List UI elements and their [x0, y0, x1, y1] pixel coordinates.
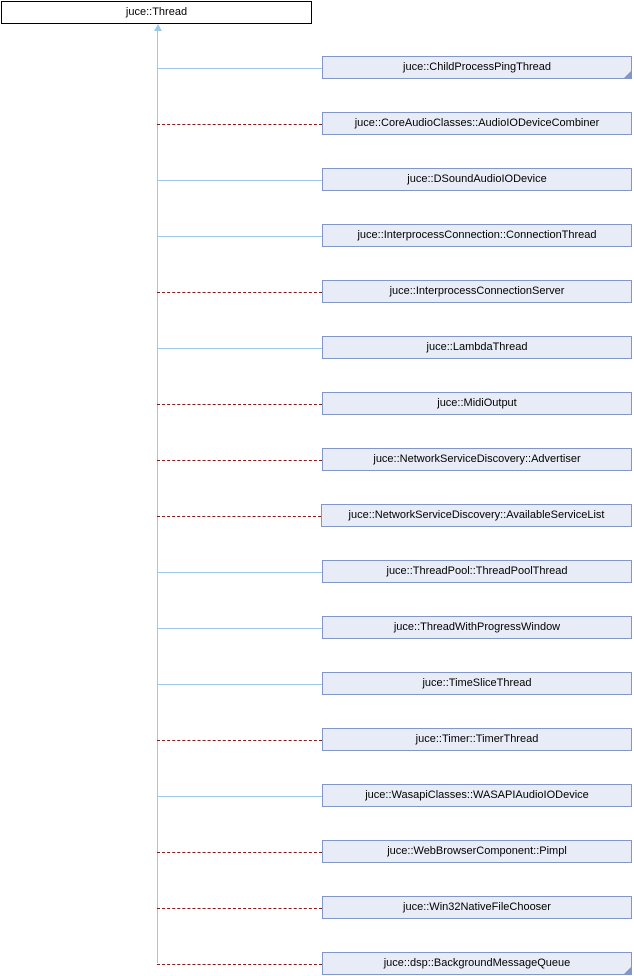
- inheritance-connector-line: [157, 628, 322, 629]
- class-node-label: juce::InterprocessConnection::Connection…: [357, 229, 597, 241]
- usage-connector-line: [157, 292, 322, 293]
- class-node-label: juce::TimeSliceThread: [422, 677, 532, 689]
- usage-connector-line: [157, 124, 322, 125]
- class-node[interactable]: juce::InterprocessConnection::Connection…: [322, 224, 632, 247]
- class-node-label: juce::CoreAudioClasses::AudioIODeviceCom…: [354, 117, 600, 129]
- class-node[interactable]: juce::NetworkServiceDiscovery::Advertise…: [322, 448, 632, 471]
- class-node-label: juce::Win32NativeFileChooser: [403, 901, 551, 913]
- class-node-label: juce::NetworkServiceDiscovery::Available…: [348, 509, 605, 521]
- class-node-label: juce::Timer::TimerThread: [415, 733, 539, 745]
- class-node-label: juce::ChildProcessPingThread: [403, 61, 551, 73]
- class-node-label: juce::MidiOutput: [437, 397, 517, 409]
- class-node[interactable]: juce::TimeSliceThread: [322, 672, 632, 695]
- class-node[interactable]: juce::LambdaThread: [322, 336, 632, 359]
- class-node[interactable]: juce::MidiOutput: [322, 392, 632, 415]
- usage-connector-line: [157, 740, 322, 741]
- class-node[interactable]: juce::Win32NativeFileChooser: [322, 896, 632, 919]
- usage-connector-line: [157, 852, 322, 853]
- class-node-label: juce::InterprocessConnectionServer: [389, 285, 565, 297]
- inheritance-connector-line: [157, 180, 322, 181]
- class-node-label: juce::LambdaThread: [426, 341, 528, 353]
- class-node-root[interactable]: juce::Thread: [1, 1, 312, 24]
- usage-connector-line: [157, 460, 322, 461]
- usage-connector-line: [157, 964, 322, 965]
- inheritance-connector-line: [157, 348, 322, 349]
- class-node-label: juce::dsp::BackgroundMessageQueue: [383, 957, 571, 969]
- inheritance-connector-line: [157, 236, 322, 237]
- class-node-label: juce::DSoundAudioIODevice: [407, 173, 547, 185]
- class-node[interactable]: juce::NetworkServiceDiscovery::Available…: [321, 504, 632, 527]
- usage-connector-line: [157, 404, 322, 405]
- class-node[interactable]: juce::ThreadPool::ThreadPoolThread: [322, 560, 632, 583]
- class-node[interactable]: juce::WebBrowserComponent::Pimpl: [322, 840, 632, 863]
- class-node-label: juce::ThreadPool::ThreadPoolThread: [386, 565, 568, 577]
- usage-connector-line: [157, 516, 321, 517]
- class-node[interactable]: juce::dsp::BackgroundMessageQueue: [322, 952, 632, 975]
- class-node-label: juce::NetworkServiceDiscovery::Advertise…: [373, 453, 581, 465]
- class-node[interactable]: juce::InterprocessConnectionServer: [322, 280, 632, 303]
- class-node[interactable]: juce::ThreadWithProgressWindow: [322, 616, 632, 639]
- inheritance-connector-line: [157, 572, 322, 573]
- class-node-label: juce::Thread: [125, 6, 188, 18]
- class-node[interactable]: juce::DSoundAudioIODevice: [322, 168, 632, 191]
- inheritance-arrowhead-icon: [154, 24, 162, 31]
- inheritance-connector-line: [157, 684, 322, 685]
- inheritance-connector-line: [157, 68, 322, 69]
- class-node[interactable]: juce::ChildProcessPingThread: [322, 56, 632, 79]
- class-node[interactable]: juce::CoreAudioClasses::AudioIODeviceCom…: [322, 112, 632, 135]
- class-node[interactable]: juce::WasapiClasses::WASAPIAudioIODevice: [322, 784, 632, 807]
- inheritance-trunk-line: [157, 31, 158, 963]
- class-node-label: juce::WasapiClasses::WASAPIAudioIODevice: [365, 789, 589, 801]
- usage-connector-line: [157, 908, 322, 909]
- inheritance-connector-line: [157, 796, 322, 797]
- class-node-label: juce::WebBrowserComponent::Pimpl: [387, 845, 567, 857]
- class-node[interactable]: juce::Timer::TimerThread: [322, 728, 632, 751]
- class-node-label: juce::ThreadWithProgressWindow: [393, 621, 561, 633]
